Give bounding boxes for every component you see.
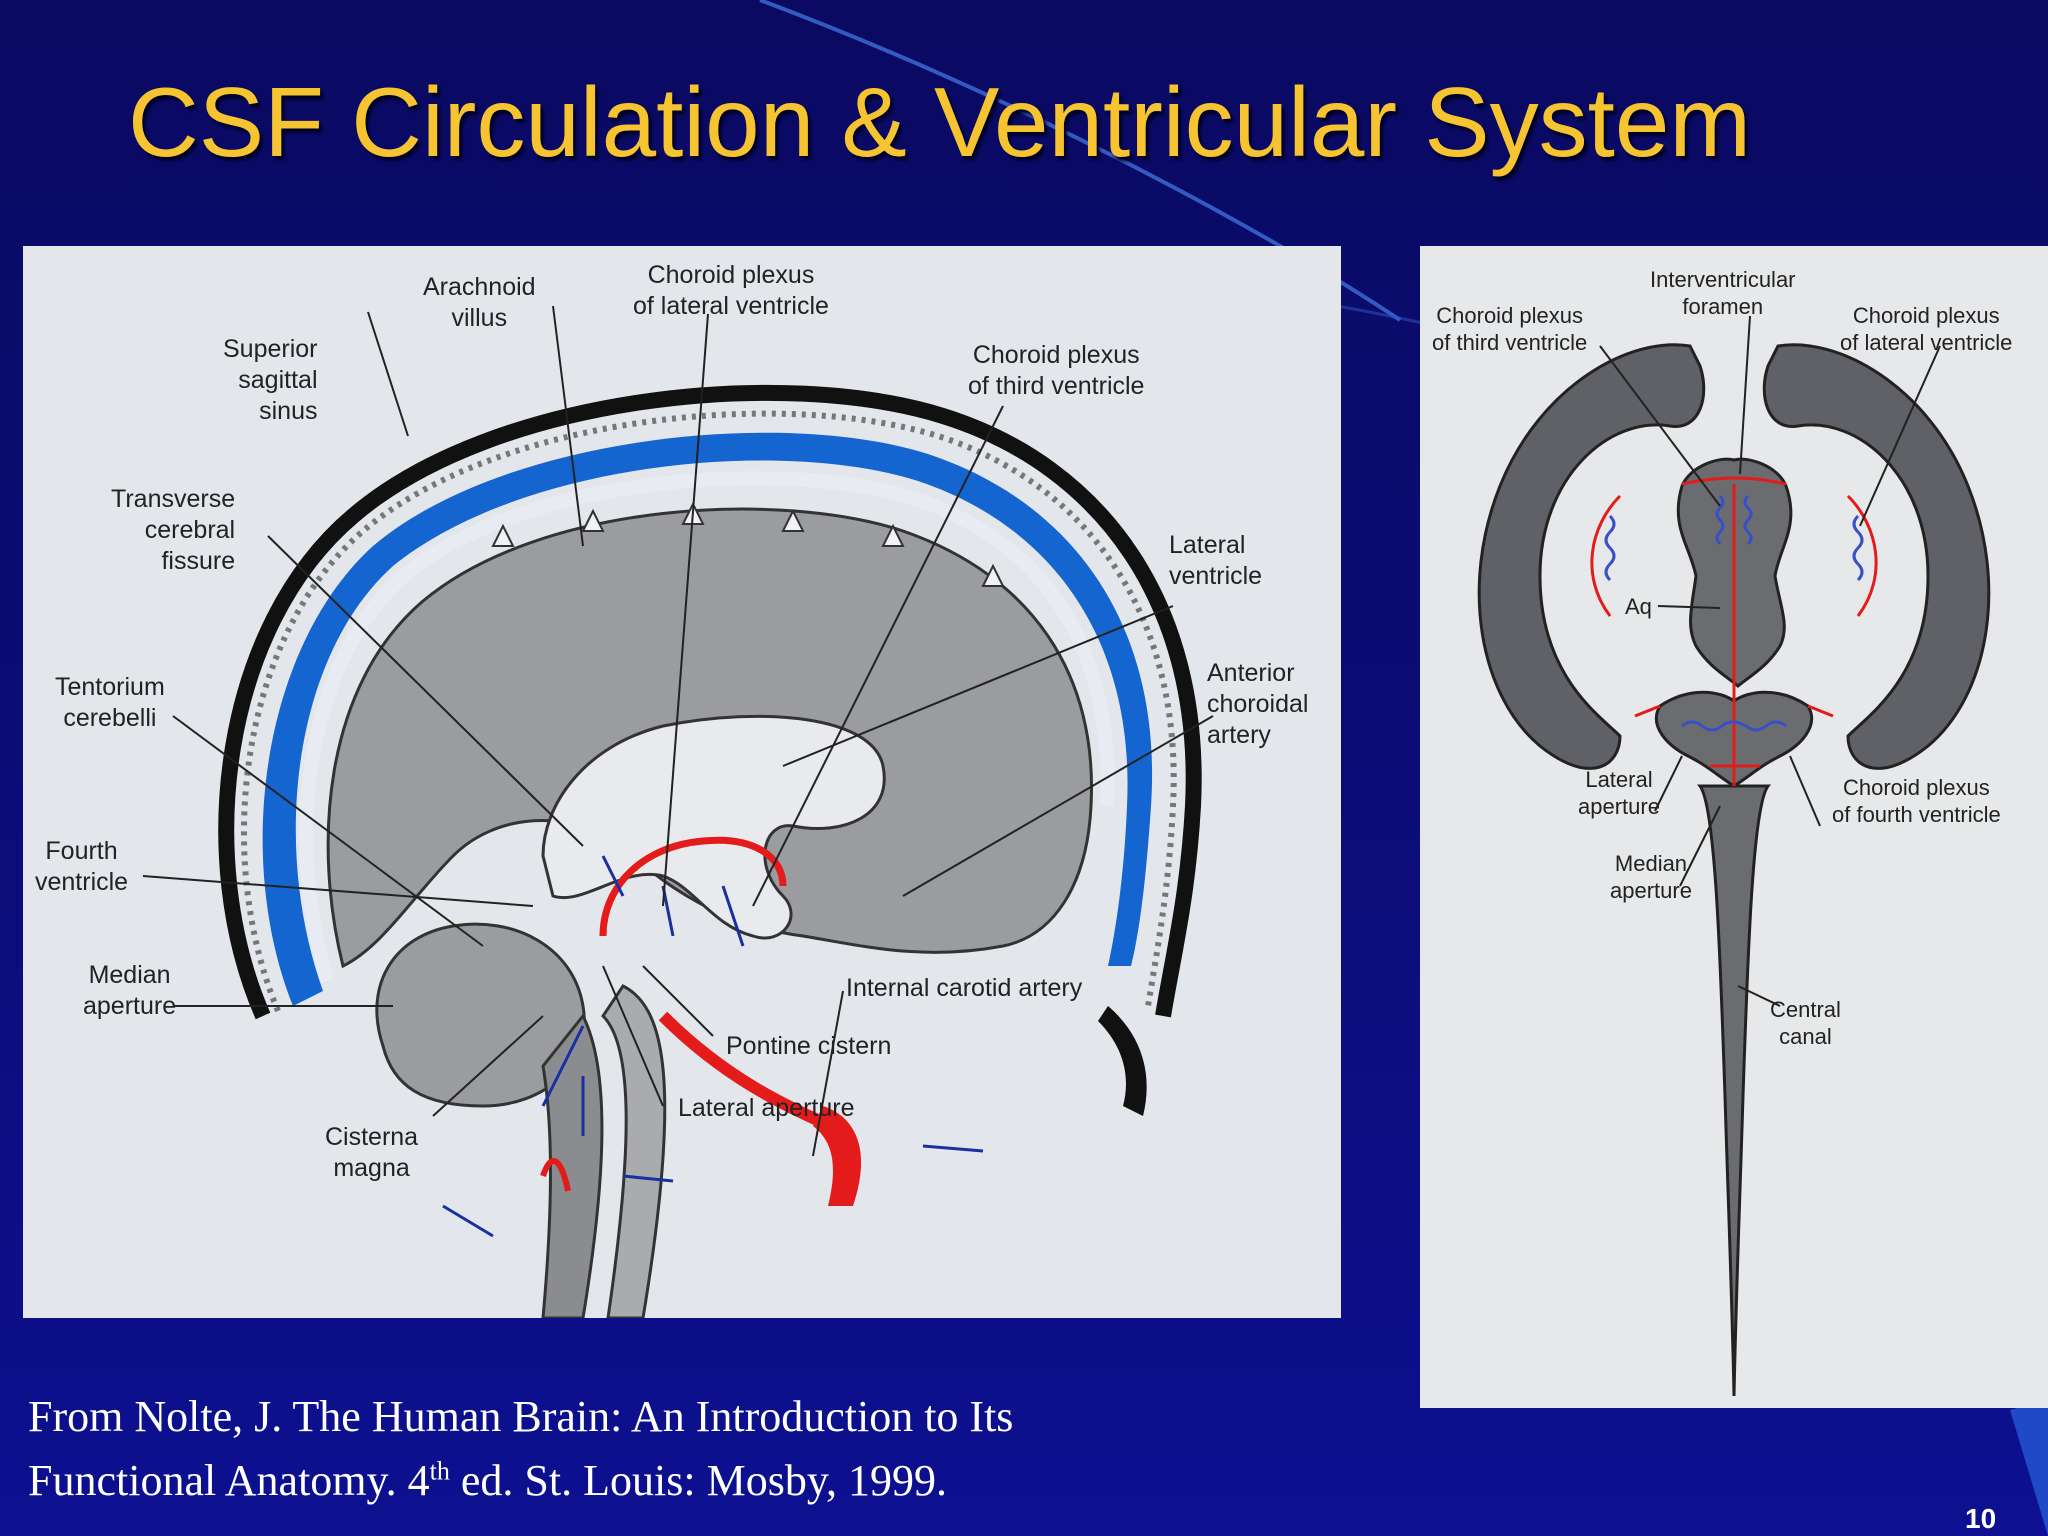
label-pontine-cistern: Pontine cistern: [726, 1032, 892, 1060]
label-aq: Aq: [1625, 594, 1652, 619]
citation-line-2: Functional Anatomy. 4th ed. St. Louis: M…: [28, 1456, 947, 1505]
label-internal-carotid-artery: Internal carotid artery: [846, 974, 1083, 1002]
page-number: 10: [1965, 1503, 1997, 1534]
brain-midsagittal-drawing: [142, 305, 1214, 1318]
slide-title: CSF Circulation & Ventricular System: [128, 67, 1751, 177]
ventricular-system-drawing: [1477, 315, 1991, 1397]
label-lateral-aperture: Lateral aperture: [678, 1094, 855, 1122]
citation-line-1: From Nolte, J. The Human Brain: An Intro…: [28, 1392, 1014, 1441]
citation: From Nolte, J. The Human Brain: An Intro…: [28, 1385, 1328, 1513]
